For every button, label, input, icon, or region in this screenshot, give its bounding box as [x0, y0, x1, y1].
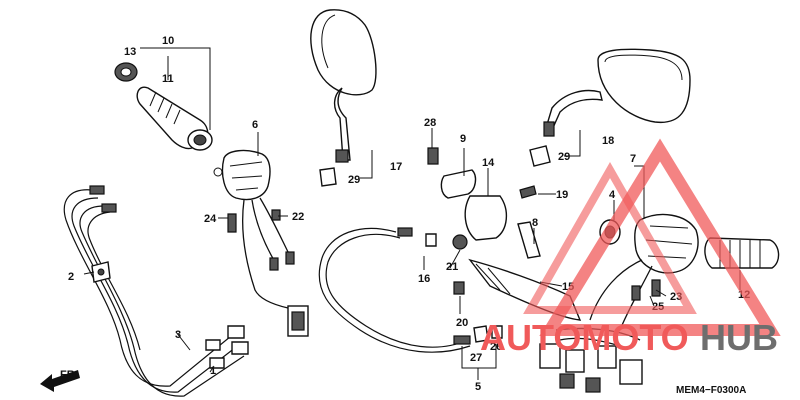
clutch-lever-bracket [425, 147, 582, 343]
throttle-cables [63, 185, 249, 397]
label-1: 1 [210, 365, 216, 377]
label-29-left: 29 [348, 174, 360, 186]
label-9: 9 [460, 133, 466, 145]
front-marker-label: FR. [60, 369, 78, 381]
part-labels: 1 2 3 4 5 6 7 8 9 10 11 12 13 14 15 16 1… [68, 35, 750, 393]
label-14: 14 [482, 157, 495, 169]
label-11: 11 [162, 73, 174, 85]
label-19: 19 [556, 189, 568, 201]
label-3: 3 [175, 329, 181, 341]
front-direction-marker: FR. [40, 369, 80, 392]
left-mirror [310, 9, 377, 187]
label-5: 5 [475, 381, 481, 393]
right-mirror [529, 48, 691, 167]
label-6: 6 [252, 119, 258, 131]
cable-clamp [91, 261, 111, 283]
label-28: 28 [424, 117, 436, 129]
label-17: 17 [390, 161, 402, 173]
label-22: 22 [292, 211, 304, 223]
watermark-text-primary: AUTOMOTO [480, 317, 689, 358]
label-8: 8 [532, 217, 538, 229]
label-27: 27 [470, 352, 482, 364]
label-26: 26 [490, 341, 502, 353]
label-29-right: 29 [558, 151, 570, 163]
watermark-triangle-inner [523, 161, 697, 314]
diagram-code: MEM4−F0300A [676, 385, 746, 396]
label-24: 24 [204, 213, 217, 225]
label-21: 21 [446, 261, 458, 273]
label-16: 16 [418, 273, 430, 285]
label-10: 10 [162, 35, 174, 47]
leader-lines [83, 47, 741, 380]
watermark-text-secondary: HUB [700, 317, 778, 358]
label-18: 18 [602, 135, 614, 147]
label-4: 4 [609, 189, 616, 201]
watermark-triangle-outer [539, 138, 781, 336]
label-13: 13 [124, 46, 136, 58]
label-2: 2 [68, 271, 74, 283]
throttle-grip [114, 62, 213, 151]
label-20: 20 [456, 317, 468, 329]
clutch-cable [318, 227, 471, 353]
label-7: 7 [630, 153, 636, 165]
left-switch-housing [213, 149, 309, 337]
automotohub-watermark: AUTOMOTO HUB [480, 138, 781, 358]
